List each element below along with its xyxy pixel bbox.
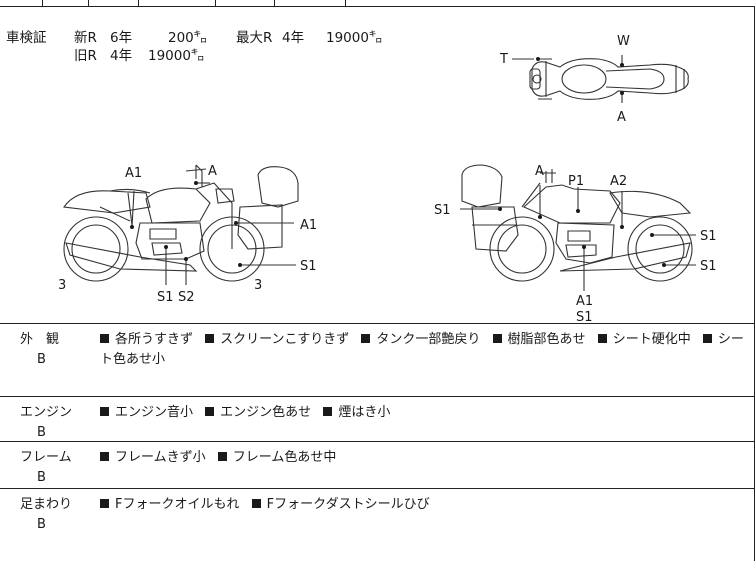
bullet-square-icon — [217, 452, 227, 461]
bike-right-view — [460, 164, 696, 291]
max-r-label: 最大R — [236, 30, 273, 46]
category-grade: B — [37, 352, 46, 367]
max-r-year: 4年 — [282, 30, 305, 46]
label-left-s1-right: S1 — [300, 259, 317, 274]
motorcycle-damage-diagram: T W A A1 A A1 S1 S1 S2 3 3 S1 A P1 A2 S1… — [58, 34, 717, 323]
label-left-s2-bottom: S2 — [178, 290, 195, 305]
condition-row-suspension: 足まわり B Fフォークオイルもれ Fフォークダストシールひび — [0, 489, 754, 561]
bullet-square-icon — [597, 334, 607, 343]
category-name: フレーム — [20, 450, 72, 465]
diagram-area: 車検証 新R 6年 200㌔ 最大R 4年 19000㌔ 旧R 4年 19000… — [0, 7, 755, 324]
label-right-s1-bottom: S1 — [576, 310, 593, 323]
label-right-a2: A2 — [610, 174, 627, 189]
label-left-3-left: 3 — [58, 278, 66, 293]
category-name: エンジン — [20, 405, 73, 420]
label-right-s1-r1: S1 — [700, 229, 717, 244]
old-r-km: 19000㌔ — [148, 48, 205, 64]
condition-table: 外 観 B 各所うすきず スクリーンこすりきず タンク一部艶戻り 樹脂部色あせ … — [0, 324, 755, 561]
old-r-label: 旧R — [74, 48, 97, 64]
category-grade: B — [37, 470, 46, 485]
max-r-km: 19000㌔ — [326, 30, 383, 46]
label-left-s1-bottom: S1 — [157, 290, 174, 305]
bike-left-view — [63, 164, 299, 285]
bullet-square-icon — [323, 407, 333, 416]
label-left-a1-right: A1 — [300, 218, 317, 233]
bullet-square-icon — [100, 499, 109, 508]
label-right-p1: P1 — [568, 174, 584, 189]
label-left-a1-top: A1 — [125, 166, 142, 181]
bullet-square-icon — [100, 452, 109, 461]
category-name: 外 観 — [20, 332, 60, 347]
label-top-a: A — [617, 110, 626, 125]
condition-row-engine: エンジン B エンジン音小 エンジン色あせ 煙はき小 — [0, 397, 754, 442]
bullet-square-icon — [205, 334, 215, 343]
old-r-year: 4年 — [110, 48, 133, 64]
top-table-edge — [0, 0, 755, 7]
bike-top-view — [512, 55, 689, 103]
category-grade: B — [37, 517, 46, 532]
condition-items: エンジン音小 エンジン色あせ 煙はき小 — [100, 403, 748, 423]
bullet-square-icon — [205, 407, 215, 416]
category-grade: B — [37, 425, 46, 440]
label-top-w: W — [617, 34, 630, 49]
label-right-s1-left: S1 — [434, 203, 451, 218]
label-left-3-right: 3 — [254, 278, 262, 293]
bullet-square-icon — [361, 334, 371, 343]
label-left-a-handle: A — [208, 164, 217, 179]
condition-row-frame: フレーム B フレームきず小 フレーム色あせ中 — [0, 442, 754, 489]
bullet-square-icon — [702, 334, 712, 343]
bullet-square-icon — [251, 499, 261, 508]
new-r-year: 6年 — [110, 30, 133, 46]
condition-items: 各所うすきず スクリーンこすりきず タンク一部艶戻り 樹脂部色あせ シート硬化中… — [100, 332, 744, 367]
shaken-label: 車検証 — [6, 30, 47, 46]
label-right-a-handle: A — [535, 164, 544, 179]
condition-items: Fフォークオイルもれ Fフォークダストシールひび — [100, 495, 748, 515]
new-r-label: 新R — [74, 30, 97, 46]
bullet-square-icon — [100, 407, 109, 416]
bullet-square-icon — [100, 334, 109, 343]
new-r-km: 200㌔ — [168, 30, 208, 46]
bullet-square-icon — [492, 334, 502, 343]
label-right-a1-bottom: A1 — [576, 294, 593, 309]
category-name: 足まわり — [20, 497, 73, 512]
condition-row-exterior: 外 観 B 各所うすきず スクリーンこすりきず タンク一部艶戻り 樹脂部色あせ … — [0, 324, 754, 397]
label-right-s1-r2: S1 — [700, 259, 717, 274]
condition-items: フレームきず小 フレーム色あせ中 — [100, 448, 748, 468]
label-top-t: T — [499, 52, 508, 67]
